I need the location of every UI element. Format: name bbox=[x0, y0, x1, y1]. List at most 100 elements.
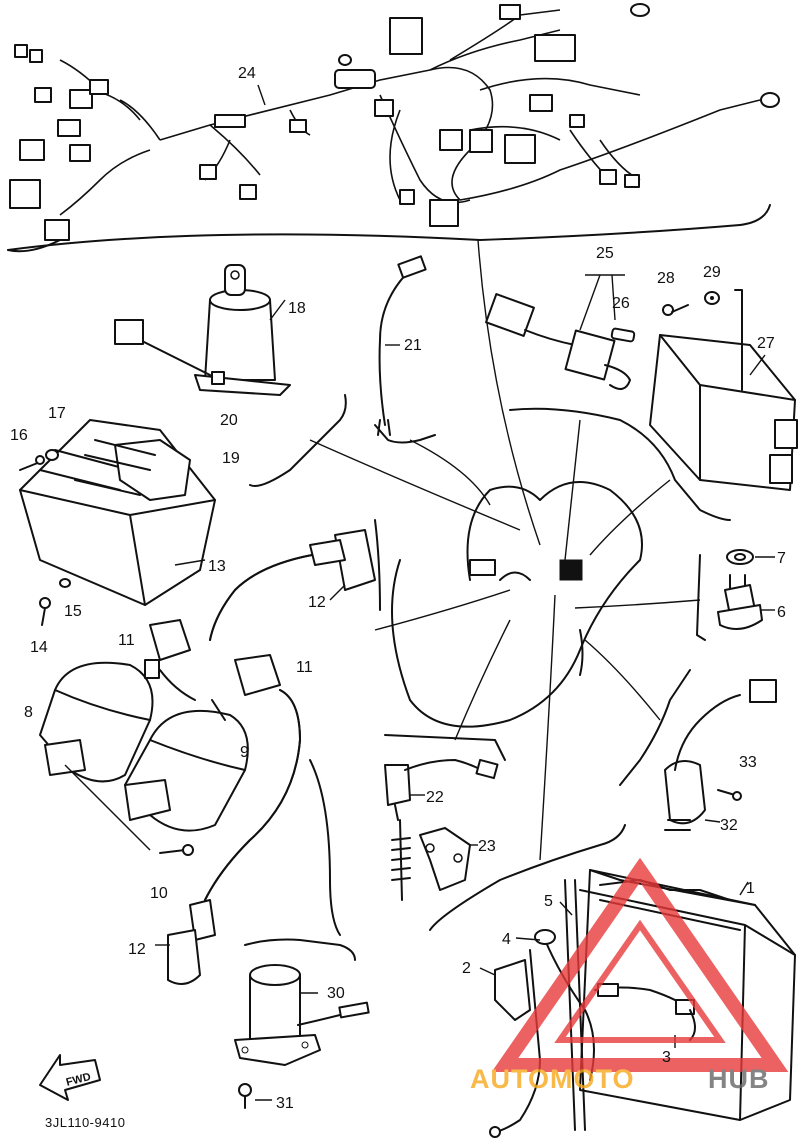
coil-cover bbox=[19, 419, 216, 606]
callout-c15: 15 bbox=[64, 603, 82, 620]
callout-c16: 16 bbox=[10, 427, 28, 444]
connector-9 bbox=[9, 179, 41, 209]
callout-c18: 18 bbox=[288, 300, 306, 317]
harness-clip bbox=[214, 114, 246, 128]
connector-12 bbox=[239, 184, 257, 200]
connector-14 bbox=[389, 17, 423, 55]
section-brackets bbox=[244, 394, 731, 1111]
ring-terminal-3 bbox=[338, 54, 352, 66]
sidestand-switch-lead bbox=[377, 255, 427, 436]
callout-c22: 22 bbox=[426, 789, 444, 806]
callout-c27: 27 bbox=[757, 335, 775, 352]
connector-2 bbox=[29, 49, 43, 63]
callout-c25: 25 bbox=[596, 245, 614, 262]
ring-terminal-1 bbox=[760, 92, 780, 108]
connector-16 bbox=[534, 34, 576, 62]
connector-8 bbox=[69, 144, 91, 162]
screw-33 bbox=[717, 789, 742, 801]
frame-outline bbox=[391, 481, 643, 728]
frame-connector-block bbox=[559, 559, 583, 581]
screw-10 bbox=[64, 764, 194, 856]
connector-4 bbox=[69, 89, 93, 109]
battery-band-5 bbox=[564, 879, 586, 1131]
watermark-text-part2: HUB bbox=[708, 1064, 770, 1094]
callout-c1: 1 bbox=[746, 880, 755, 897]
callout-c7: 7 bbox=[777, 550, 786, 567]
callout-c11a: 11 bbox=[118, 632, 135, 649]
connector-6 bbox=[57, 119, 81, 137]
key-icon bbox=[224, 264, 246, 296]
bracket-23 bbox=[419, 827, 478, 891]
ring-terminal-2 bbox=[630, 3, 650, 17]
cap-11-right bbox=[234, 654, 281, 696]
connector-20 bbox=[469, 129, 493, 153]
spark-plug-cap-upper bbox=[209, 529, 376, 641]
connector-17 bbox=[529, 94, 553, 112]
connector-13 bbox=[289, 119, 307, 133]
connector-23 bbox=[399, 189, 415, 205]
washer-29 bbox=[704, 291, 720, 305]
callout-c33: 33 bbox=[739, 754, 757, 771]
callout-c6: 6 bbox=[777, 604, 786, 621]
watermark-logo: AUTOMOTO HUB bbox=[470, 857, 789, 1094]
connector-25 bbox=[624, 174, 640, 188]
callout-c28: 28 bbox=[657, 270, 675, 287]
callout-c11b: 11 bbox=[296, 659, 313, 676]
connector-26 bbox=[569, 114, 585, 128]
battery-holder-2 bbox=[479, 959, 531, 1021]
connector-5 bbox=[89, 79, 109, 95]
callout-c29: 29 bbox=[703, 264, 721, 281]
fuse-holder bbox=[485, 274, 636, 390]
callout-c12b: 12 bbox=[128, 941, 146, 958]
callout-c20: 20 bbox=[220, 412, 238, 429]
connector-24 bbox=[599, 169, 617, 185]
washer-7 bbox=[726, 549, 775, 565]
connector-10 bbox=[44, 219, 70, 241]
callout-labels: 1234567891011111212131415161718192021222… bbox=[10, 65, 786, 1112]
callout-c3: 3 bbox=[662, 1049, 671, 1066]
connector-15 bbox=[499, 4, 521, 20]
callout-c26: 26 bbox=[612, 295, 630, 312]
callout-c14: 14 bbox=[30, 639, 48, 656]
callout-c21: 21 bbox=[404, 337, 422, 354]
connector-21 bbox=[504, 134, 536, 164]
thermo-unit bbox=[384, 758, 499, 901]
drawing-number: 3JL110-9410 bbox=[45, 1115, 125, 1130]
screw-28 bbox=[662, 304, 689, 316]
harness-sleeve bbox=[334, 69, 376, 89]
fuse bbox=[610, 327, 636, 343]
ignition-coil-8 bbox=[39, 659, 196, 783]
switch-connector bbox=[114, 319, 144, 345]
screw-14 bbox=[39, 597, 51, 626]
callout-c9: 9 bbox=[240, 744, 249, 761]
main-switch bbox=[114, 264, 291, 396]
cdi-unit bbox=[649, 289, 798, 491]
callout-c12a: 12 bbox=[308, 594, 326, 611]
callout-c30: 30 bbox=[327, 985, 345, 1002]
oil-level-sensor bbox=[664, 679, 777, 831]
callout-c32: 32 bbox=[720, 817, 738, 834]
washer-15 bbox=[59, 578, 71, 588]
connector-22 bbox=[429, 199, 459, 227]
spark-plug-cap-lower bbox=[155, 689, 301, 985]
forward-direction-arrow: FWD bbox=[39, 1054, 101, 1101]
callout-c31: 31 bbox=[276, 1095, 294, 1112]
neutral-switch bbox=[717, 574, 775, 630]
callout-c23: 23 bbox=[478, 838, 496, 855]
wire-harness bbox=[7, 3, 780, 253]
cap-11-left bbox=[149, 619, 191, 661]
connector-18 bbox=[374, 99, 394, 117]
connector-19 bbox=[439, 129, 463, 151]
callout-c24: 24 bbox=[238, 65, 256, 82]
washer-17 bbox=[45, 449, 59, 461]
screw-16 bbox=[19, 455, 45, 471]
callout-c5: 5 bbox=[544, 893, 553, 910]
callout-c10: 10 bbox=[150, 885, 168, 902]
callout-c2: 2 bbox=[462, 960, 471, 977]
starter-relay bbox=[234, 964, 370, 1066]
leader-lines bbox=[309, 239, 701, 861]
connector-7 bbox=[19, 139, 45, 161]
screw-31 bbox=[238, 1083, 272, 1109]
